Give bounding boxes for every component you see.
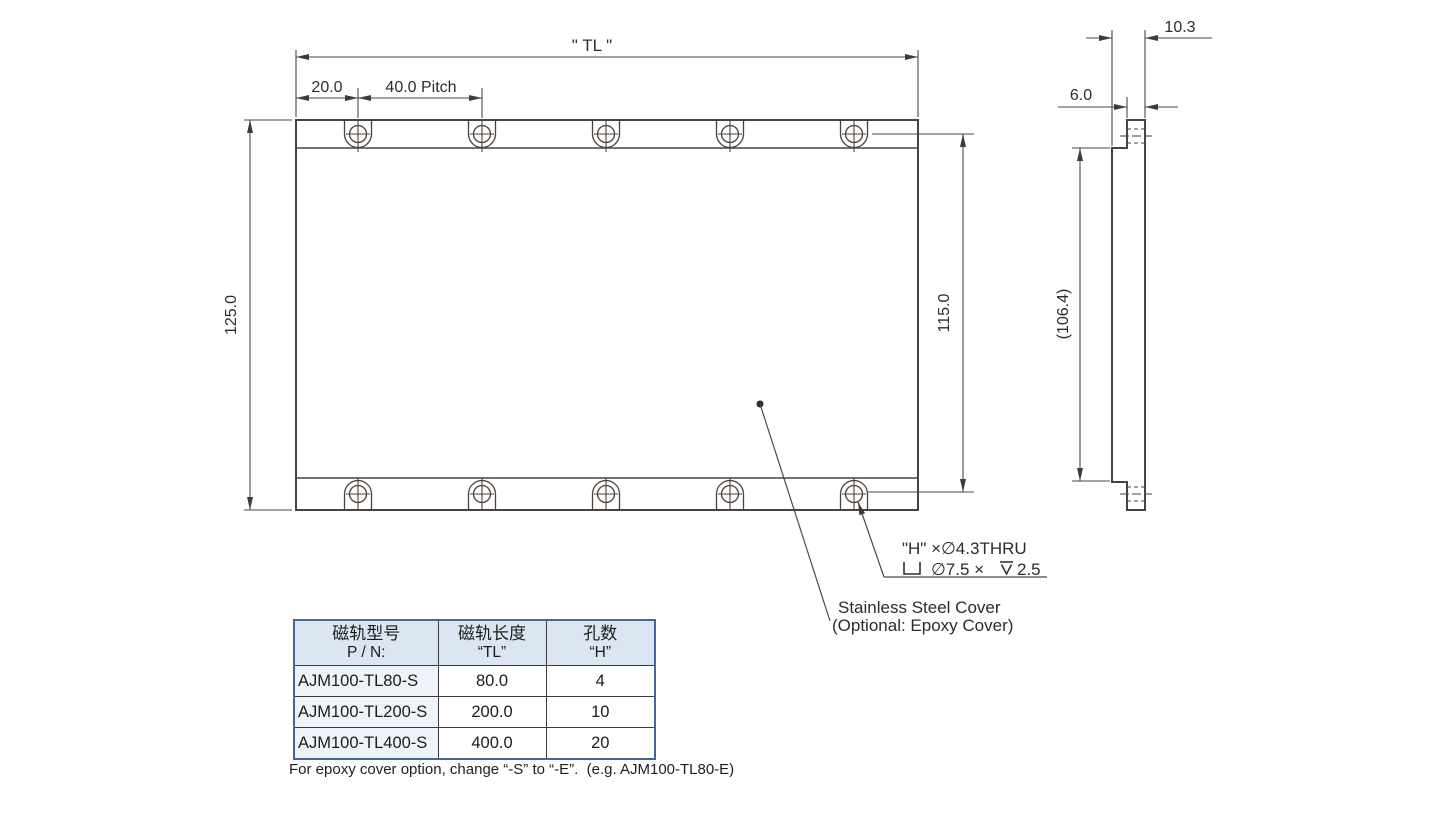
dim-hole-span-label: 115.0: [936, 293, 953, 332]
cell-h: 20: [545, 727, 656, 760]
hidden-hole-lines-bottom: [1120, 486, 1152, 502]
mounting-hole: [839, 121, 869, 152]
dim-height-label: 125.0: [223, 295, 240, 335]
hidden-hole-lines-top: [1120, 128, 1152, 144]
side-view: [1111, 119, 1152, 511]
cell-tl: 80.0: [437, 665, 547, 697]
mounting-holes-top: [343, 121, 869, 152]
cell-h: 10: [545, 696, 656, 728]
table-row: AJM100-TL200-S 200.0 10: [293, 696, 656, 728]
table-row: AJM100-TL400-S 400.0 20: [293, 727, 656, 760]
dimension-edge-offset: [296, 88, 483, 118]
dim-ref-height-label: (106.4): [1055, 289, 1072, 340]
cell-pn: AJM100-TL80-S: [293, 665, 439, 697]
cell-pn: AJM100-TL200-S: [293, 696, 439, 728]
dimension-total-length: [295, 50, 919, 117]
col-header-tl-cn: 磁轨长度: [458, 624, 526, 643]
col-header-tl: 磁轨长度 “TL”: [437, 619, 547, 666]
col-header-pn: 磁轨型号 P / N:: [293, 619, 439, 666]
col-header-h: 孔数 “H”: [545, 619, 656, 666]
dim-edge-offset-label: 20.0: [311, 79, 342, 96]
hole-note-line2-part1: ∅7.5 ×: [931, 560, 984, 579]
dimension-track-width-6: [1058, 97, 1178, 118]
mounting-hole: [715, 121, 745, 152]
cover-note-line2: (Optional: Epoxy Cover): [832, 616, 1013, 635]
col-header-pn-cn: 磁轨型号: [332, 624, 401, 643]
hole-note-line2-part2: 2.5: [1017, 560, 1041, 579]
mounting-hole: [591, 121, 621, 152]
mounting-hole: [591, 478, 621, 509]
col-header-tl-sub: “TL”: [477, 644, 507, 661]
col-header-pn-sub: P / N:: [347, 644, 386, 661]
dimension-height-125: [244, 119, 292, 511]
cell-tl: 200.0: [437, 696, 547, 728]
epoxy-option-footnote: For epoxy cover option, change “-S” to “…: [289, 761, 735, 778]
table-row: AJM100-TL80-S 80.0 4: [293, 665, 656, 697]
cover-plate-inner-lines: [296, 147, 918, 479]
cell-tl: 400.0: [437, 727, 547, 760]
mounting-hole: [467, 478, 497, 509]
mounting-hole: [467, 121, 497, 152]
cover-plate-outline: [295, 119, 919, 511]
side-profile-outline: [1111, 119, 1146, 511]
spec-table-header-row: 磁轨型号 P / N: 磁轨长度 “TL” 孔数 “H”: [293, 619, 656, 666]
cover-note-line1: Stainless Steel Cover: [838, 598, 1001, 617]
dim-track-width-label: 6.0: [1070, 87, 1092, 104]
dim-overall-depth-label: 10.3: [1164, 19, 1195, 36]
mounting-hole: [343, 121, 373, 152]
mounting-hole: [715, 478, 745, 509]
mounting-holes-bottom: [343, 478, 869, 509]
dimension-ref-height-1064: [1072, 147, 1110, 482]
cover-note-leader: [756, 400, 831, 622]
front-view: [295, 119, 919, 511]
cell-h: 4: [545, 665, 656, 697]
hole-note-leader: [857, 501, 1047, 578]
hole-note-line1: "H" ×∅4.3THRU: [902, 539, 1027, 558]
spec-table: 磁轨型号 P / N: 磁轨长度 “TL” 孔数 “H” AJM100-TL80…: [293, 619, 656, 760]
dim-total-length-label: " TL ": [572, 36, 612, 55]
cell-pn: AJM100-TL400-S: [293, 727, 439, 760]
dimension-hole-span-115: [868, 133, 974, 493]
col-header-h-sub: “H”: [589, 644, 612, 661]
mounting-hole: [343, 478, 373, 509]
mounting-hole: [839, 478, 869, 509]
counterbore-icon: [903, 562, 921, 575]
col-header-h-cn: 孔数: [583, 624, 618, 643]
dimension-overall-depth-103: [1086, 30, 1212, 146]
depth-icon: [1000, 561, 1013, 576]
dim-pitch-label: 40.0 Pitch: [385, 79, 456, 96]
